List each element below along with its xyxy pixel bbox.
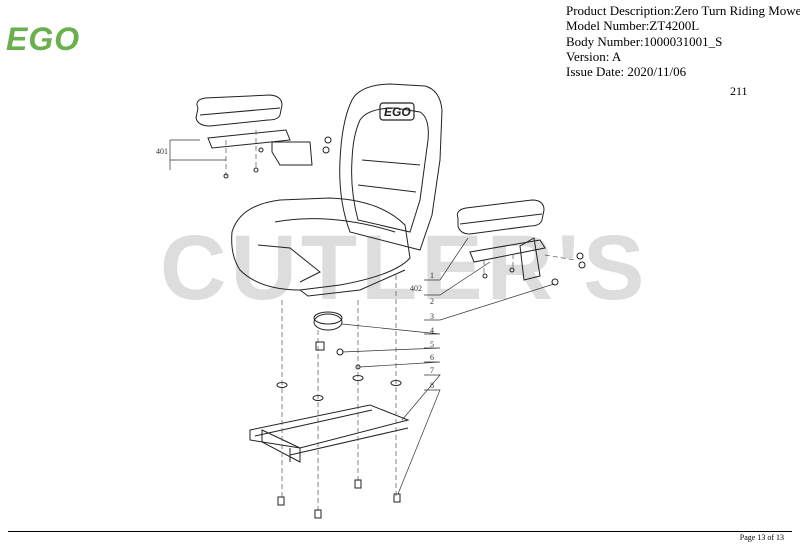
product-description: Product Description:Zero Turn Riding Mow… bbox=[566, 3, 800, 18]
callout-3: 3 bbox=[430, 312, 434, 321]
left-armrest bbox=[195, 94, 283, 127]
page-code: 211 bbox=[730, 84, 748, 98]
left-armrest-bracket bbox=[207, 129, 291, 149]
callout-402: 402 bbox=[410, 284, 422, 293]
callout-8: 8 bbox=[430, 381, 434, 390]
seat-switch bbox=[313, 313, 343, 331]
callout-5: 5 bbox=[430, 340, 434, 349]
seat-logo-text: EGO bbox=[384, 105, 411, 119]
seat-back bbox=[339, 83, 443, 251]
callout-7: 7 bbox=[430, 366, 434, 375]
slide-rail-assembly bbox=[249, 404, 410, 449]
right-armrest-bracket bbox=[469, 239, 546, 263]
model-number: Model Number:ZT4200L bbox=[566, 18, 700, 34]
footer-divider bbox=[8, 531, 792, 532]
body-number: Body Number:1000031001_S bbox=[566, 33, 723, 49]
right-armrest bbox=[456, 199, 545, 235]
seat-back-inner-panel bbox=[351, 107, 429, 233]
callout-2: 2 bbox=[430, 297, 434, 306]
ego-logo-text: EGO bbox=[6, 24, 80, 54]
seat-logo-badge bbox=[379, 102, 415, 121]
callout-1: 1 bbox=[430, 271, 434, 280]
left-mount-plate bbox=[271, 141, 313, 166]
callout-4: 4 bbox=[430, 326, 434, 335]
seat-cushion bbox=[231, 197, 411, 291]
watermark: CUTLER'S bbox=[160, 217, 649, 319]
callout-401: 401 bbox=[156, 147, 168, 156]
version: Version: A bbox=[566, 48, 622, 64]
issue-date: Issue Date: 2020/11/06 bbox=[566, 64, 687, 80]
header-info: Product Description:Zero Turn Riding Mow… bbox=[566, 3, 800, 79]
ego-logo: EGO bbox=[6, 24, 80, 54]
callout-6: 6 bbox=[430, 353, 434, 362]
page-indicator: Page 13 of 13 bbox=[739, 533, 784, 542]
